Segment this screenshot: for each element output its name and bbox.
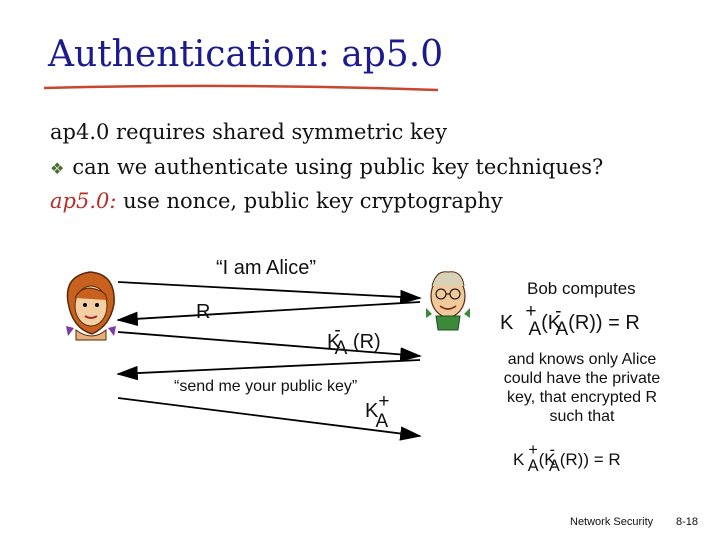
formula-superscript-1: +: [525, 301, 537, 322]
formula-subscript-1: A: [527, 457, 539, 475]
bob-icon: [426, 271, 470, 331]
nonce-arg: (R): [347, 331, 381, 353]
msg-send-public-key: “send me your public key”: [174, 378, 358, 395]
msg-nonce-r: R: [196, 301, 211, 323]
body-line-2-text: can we authenticate using public key tec…: [72, 155, 604, 179]
diamond-bullet-icon: ❖: [50, 159, 65, 178]
key-symbol: K: [327, 331, 341, 353]
explanation-text: and knows only Alice could have the priv…: [482, 350, 682, 426]
formula-key: K: [500, 312, 514, 334]
public-key-superscript: +: [378, 391, 390, 412]
body-line-3-text: use nonce, public key cryptography: [116, 189, 503, 213]
formula-open: (K: [538, 450, 556, 469]
arrow-encrypted-nonce: [117, 331, 422, 362]
body-line-1: ap4.0 requires shared symmetric key: [50, 120, 448, 144]
footer-section: Network Security: [570, 516, 654, 528]
msg-i-am-alice: “I am Alice”: [216, 257, 317, 279]
explanation-line: key, that encrypted R: [507, 389, 657, 406]
explanation-line: such that: [549, 408, 615, 425]
formula-subscript-2: A: [548, 457, 560, 475]
body-line-2: ❖ can we authenticate using public key te…: [50, 155, 603, 179]
formula-superscript-1: +: [528, 441, 538, 459]
key-subscript: A: [334, 338, 348, 359]
arrow-public-key: [117, 397, 422, 441]
formula-subscript-1: A: [528, 319, 542, 340]
protocol-label: ap5.0:: [50, 189, 117, 213]
bob-computes-label: Bob computes: [527, 279, 636, 298]
explanation-line: could have the private: [503, 370, 661, 387]
slide-title: Authentication: ap5.0: [48, 34, 444, 75]
arrow-i-am-alice: [117, 281, 422, 305]
formula-2: K+A(K-A(R)) = R: [513, 441, 621, 475]
footer-page-number: 8-18: [676, 516, 699, 528]
msg-encrypted-nonce: K-A (R): [327, 320, 381, 359]
private-key-superscript: -: [334, 320, 341, 341]
arrow-send-key: [116, 359, 421, 381]
arrow-nonce-r: [116, 301, 421, 327]
key-symbol: K: [365, 400, 379, 422]
formula-key: K: [513, 450, 525, 469]
key-subscript: A: [375, 411, 389, 432]
formula-tail: (R)) = R: [568, 312, 640, 334]
title-underline: [43, 84, 439, 92]
formula-superscript-2: -: [555, 301, 562, 322]
msg-public-key: K+A: [365, 391, 389, 432]
alice-icon: [66, 271, 116, 341]
body-line-3: ap5.0: use nonce, public key cryptograph…: [50, 189, 503, 213]
formula-open: (K: [541, 312, 562, 334]
formula-superscript-2: -: [549, 441, 555, 459]
formula-subscript-2: A: [555, 319, 569, 340]
explanation-line: and knows only Alice: [507, 351, 657, 368]
formula-tail: (R)) = R: [559, 450, 621, 469]
formula-1: K+A(K-A(R)) = R: [500, 301, 640, 340]
